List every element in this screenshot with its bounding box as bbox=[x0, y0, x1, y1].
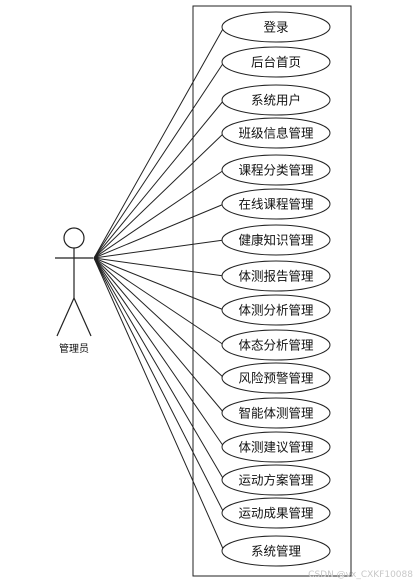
use-case: 系统管理 bbox=[221, 535, 331, 567]
use-case: 体测建议管理 bbox=[221, 431, 331, 463]
use-case-label: 智能体测管理 bbox=[238, 406, 314, 421]
use-case-ellipse bbox=[221, 117, 331, 149]
use-case: 体测分析管理 bbox=[221, 294, 331, 326]
use-case: 健康知识管理 bbox=[221, 224, 331, 256]
use-case-label: 系统用户 bbox=[251, 93, 301, 108]
use-case-ellipse bbox=[221, 464, 331, 496]
use-case: 运动成果管理 bbox=[221, 497, 331, 529]
association-line bbox=[93, 257, 225, 414]
association-line bbox=[93, 257, 225, 481]
use-case-ellipse bbox=[221, 188, 331, 220]
use-case: 在线课程管理 bbox=[221, 188, 331, 220]
use-case-label: 运动方案管理 bbox=[238, 473, 314, 488]
use-case-label: 体测建议管理 bbox=[238, 440, 314, 455]
system-boundary bbox=[192, 5, 352, 577]
association-line bbox=[93, 257, 225, 277]
actor-left-leg bbox=[56, 297, 75, 337]
actor-head bbox=[63, 227, 85, 249]
association-line bbox=[93, 257, 225, 379]
use-case-label: 登录 bbox=[263, 20, 288, 35]
watermark: CSDN @vx_CXKF10088 bbox=[308, 570, 413, 580]
actor-right-leg bbox=[73, 297, 92, 337]
association-line bbox=[93, 132, 225, 259]
use-case-label: 健康知识管理 bbox=[238, 233, 314, 248]
use-case-label: 系统管理 bbox=[251, 544, 302, 559]
use-case-ellipse bbox=[221, 11, 331, 43]
use-case-ellipse bbox=[221, 294, 331, 326]
use-case-ellipse bbox=[221, 224, 331, 256]
use-case-ellipse bbox=[221, 46, 331, 78]
use-case-ellipse bbox=[221, 329, 331, 361]
use-case-ellipse bbox=[221, 397, 331, 429]
use-case: 班级信息管理 bbox=[221, 117, 331, 149]
use-case-label: 在线课程管理 bbox=[238, 197, 314, 212]
actor bbox=[55, 227, 93, 337]
use-case-label: 体测报告管理 bbox=[238, 269, 314, 284]
association-line bbox=[93, 169, 225, 259]
use-case-label: 课程分类管理 bbox=[238, 163, 314, 178]
use-case-ellipse bbox=[221, 431, 331, 463]
associations bbox=[93, 26, 225, 552]
use-case-label: 后台首页 bbox=[251, 55, 301, 70]
use-case-label: 班级信息管理 bbox=[238, 126, 314, 141]
use-case: 系统用户 bbox=[221, 84, 331, 116]
use-case: 登录 bbox=[221, 11, 331, 43]
association-line bbox=[93, 257, 225, 514]
use-case: 体态分析管理 bbox=[221, 329, 331, 361]
use-case-ellipse bbox=[221, 260, 331, 292]
use-case: 后台首页 bbox=[221, 46, 331, 78]
use-case-ellipse bbox=[221, 154, 331, 186]
use-case: 课程分类管理 bbox=[221, 154, 331, 186]
use-case: 运动方案管理 bbox=[221, 464, 331, 496]
association-line bbox=[93, 26, 225, 259]
use-case-ellipse bbox=[221, 84, 331, 116]
use-case: 风险预警管理 bbox=[221, 362, 331, 394]
use-case-label: 风险预警管理 bbox=[238, 371, 314, 386]
association-line bbox=[93, 99, 225, 259]
use-case-ellipse bbox=[221, 362, 331, 394]
use-case-ellipse bbox=[221, 535, 331, 567]
use-case-label: 体态分析管理 bbox=[238, 338, 314, 353]
association-line bbox=[93, 257, 225, 448]
association-line bbox=[93, 203, 225, 259]
use-case: 智能体测管理 bbox=[221, 397, 331, 429]
use-case-label: 运动成果管理 bbox=[238, 506, 314, 521]
association-line bbox=[93, 257, 225, 311]
use-case-label: 体测分析管理 bbox=[238, 303, 314, 318]
use-cases: 登录后台首页系统用户班级信息管理课程分类管理在线课程管理健康知识管理体测报告管理… bbox=[221, 11, 331, 567]
use-case: 体测报告管理 bbox=[221, 260, 331, 292]
association-line bbox=[93, 239, 225, 259]
association-line bbox=[93, 61, 225, 259]
association-line bbox=[93, 257, 225, 346]
use-case-ellipse bbox=[221, 497, 331, 529]
association-line bbox=[93, 257, 225, 552]
actor-name: 管理员 bbox=[59, 342, 89, 355]
